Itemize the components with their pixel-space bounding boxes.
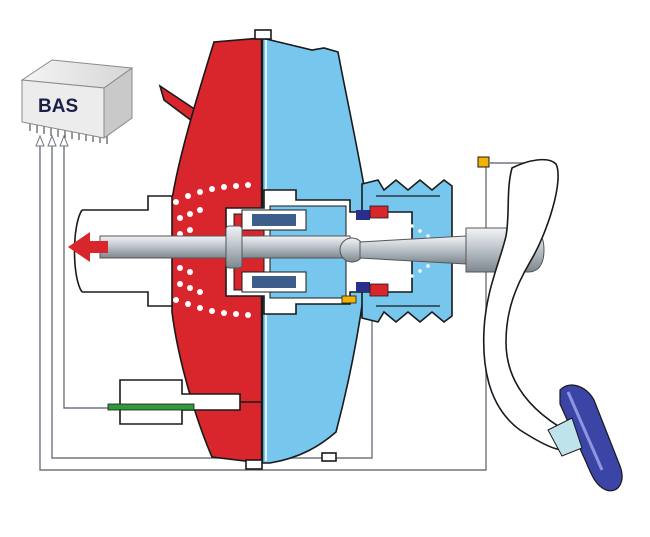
signal-arrow-icon	[35, 134, 69, 147]
pedal-switch-sensor	[477, 156, 490, 168]
membrane-travel-sensor	[107, 379, 262, 425]
direction-arrow-icon	[68, 232, 108, 262]
output-push-rod	[99, 225, 351, 269]
bas-control-module: BAS	[20, 59, 134, 144]
module-label: BAS	[38, 96, 78, 117]
brake-pedal	[482, 158, 623, 492]
